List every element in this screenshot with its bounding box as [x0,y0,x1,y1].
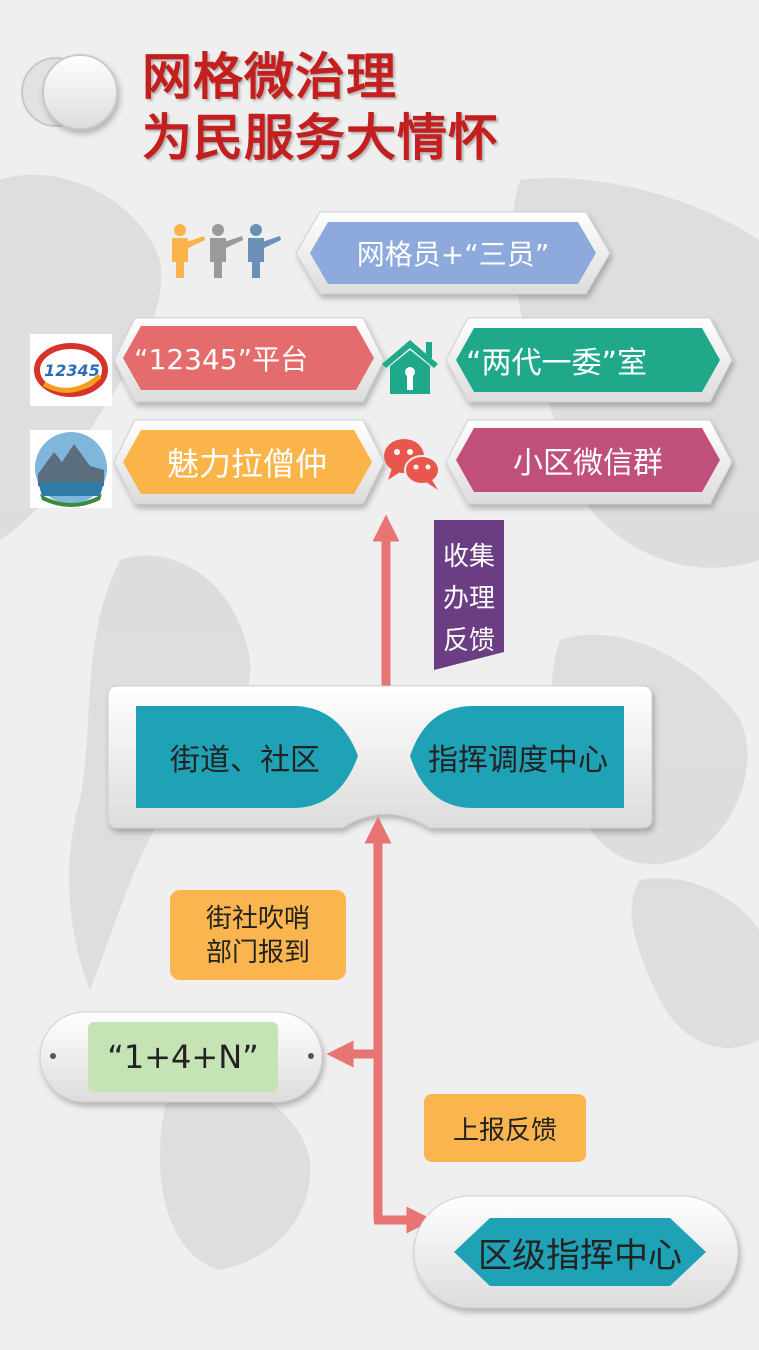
badge-collect-shape [434,520,504,670]
hotline-logo-text: 12345 [44,361,100,380]
title-line-1: 网格微治理 [142,48,397,106]
title-circle-right [42,54,118,130]
wechat-icon [384,439,440,490]
badge-collect-line3: 反馈 [442,626,495,656]
pill-wechat-group [456,428,720,492]
label-charm: 魅力拉僧仲 [166,445,327,483]
district-pill [454,1218,706,1286]
hub-right-shape [410,706,624,808]
hub-right-label: 指挥调度中心 [428,743,608,778]
note-whistle-line1: 街社吹哨 [205,904,310,934]
note-whistle-line2: 部门报到 [205,938,310,968]
landscape-photo [30,430,112,508]
badge-collect-line1: 收集 [442,542,495,572]
model-dot-left [50,1053,56,1059]
label-grid-staff: 网格员+“三员” [356,238,550,271]
house-icon [382,340,438,394]
title-line-2: 为民服务大情怀 [142,109,499,167]
hub-left-shape [136,706,358,808]
label-wechat-group: 小区微信群 [513,446,663,481]
pill-12345 [123,326,374,390]
pill-two-reps [456,328,720,392]
hotline-12345-logo: 12345 [30,334,112,406]
pill-grid-staff [310,222,596,284]
model-label: “1+4+N” [107,1038,259,1076]
note-whistle-box [170,890,346,980]
note-report-box [424,1094,586,1162]
model-box [88,1022,278,1092]
hub-left-label: 街道、社区 [170,743,320,778]
badge-collect-line2: 办理 [442,584,495,614]
district-center-label: 区级指挥中心 [478,1235,682,1276]
people-icon [172,224,281,278]
badge-collect: 收集 办理 反馈 [434,536,504,662]
note-whistle: 街社吹哨 部门报到 [170,902,346,970]
label-12345: “12345”平台 [134,343,309,376]
note-report: 上报反馈 [452,1115,557,1146]
label-two-reps: “两代一委”室 [466,346,648,381]
pill-charm [123,430,372,494]
model-dot-right [308,1053,314,1059]
